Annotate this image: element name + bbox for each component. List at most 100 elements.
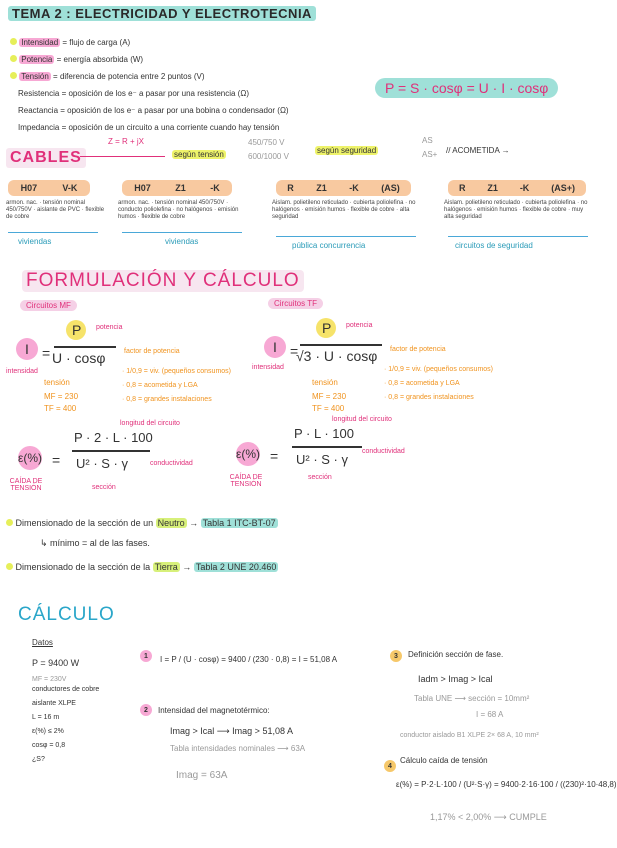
- intensidad-note: intensidad: [6, 368, 38, 375]
- cable-underline-2: [122, 232, 242, 233]
- term-label: Potencia: [19, 55, 55, 64]
- reactance-text: Reactancia = oposición de los e⁻ a pasar…: [18, 106, 289, 115]
- p-highlight: [66, 320, 86, 340]
- cable-underline-4: [448, 236, 588, 237]
- voltage-2: 600/1000 V: [248, 152, 289, 161]
- datos-5: L = 16 m: [32, 714, 60, 721]
- formula-p: P: [72, 322, 82, 338]
- safety-2: AS+: [422, 150, 438, 159]
- cables-arrow: [80, 156, 165, 157]
- cable-notes-1: armon. nac. · tensión nominal 450/750V ·…: [6, 200, 105, 220]
- step3-line2: Tabla UNE ⟶ sección = 10mm²: [414, 694, 530, 703]
- tf-voltage: TF = 400: [312, 404, 345, 413]
- step2-line1: Imag > Ical ⟶ Imag > 51,08 A: [170, 726, 293, 736]
- bullet-icon: [6, 563, 13, 570]
- factor-value-1: · 1/0,9 = viv. (pequeños consumos): [384, 366, 494, 373]
- mf-label: Circuitos MF: [20, 300, 77, 311]
- datos-label: Datos: [32, 638, 53, 647]
- cable-use-4: circuitos de seguridad: [455, 241, 533, 250]
- mf-drop-num: P · 2 · L · 100: [74, 430, 153, 445]
- datos-2: MF = 230V: [32, 676, 67, 683]
- factor-value-3: · 0,8 = grandes instalaciones: [384, 394, 474, 401]
- cable-notes-3: Aislam. polietileno reticulado · cubiert…: [272, 200, 416, 220]
- cables-heading: CABLES: [6, 148, 86, 168]
- impedance-formula: Z = R + jX: [108, 137, 145, 146]
- potencia-note: potencia: [346, 322, 373, 329]
- longitud-note: longitud del circuito: [120, 420, 180, 427]
- seccion-note: sección: [92, 484, 116, 491]
- step3-line4: conductor aislado B1 XLPE 2× 68 A, 10 mm…: [400, 732, 539, 739]
- cable-underline-1: [8, 232, 98, 233]
- conductividad-note: conductividad: [150, 460, 193, 467]
- caida-note: CAÍDA DE TENSIÓN: [229, 474, 263, 488]
- tf-drop-den: U² · S · γ: [296, 452, 348, 467]
- step3-line3: I = 68 A: [476, 710, 504, 719]
- cable-notes-4: Aislam. polietileno reticulado · cubiert…: [444, 200, 588, 220]
- epsilon-tf: ε(%): [236, 442, 260, 466]
- tension-label: según tensión: [172, 150, 226, 159]
- neutral-min: ↳ mínimo = al de las fases.: [40, 538, 150, 548]
- datos-1: P = 9400 W: [32, 658, 80, 668]
- step4-formula: ε(%) = P·2·L·100 / (U²·S·γ) = 9400·2·16·…: [396, 780, 617, 789]
- datos-7: cosφ = 0,8: [32, 742, 66, 749]
- formula-i-tf: I: [264, 336, 286, 358]
- bullet-icon: [10, 38, 17, 45]
- resistance-text: Resistencia = oposición de los e⁻ a pasa…: [18, 89, 249, 98]
- bullet-icon: [6, 519, 13, 526]
- tf-voltage: TF = 400: [44, 404, 77, 413]
- tf-drop-num: P · L · 100: [294, 426, 354, 441]
- bullet-icon: [10, 55, 17, 62]
- safety-label: según seguridad: [315, 146, 379, 155]
- epsilon-mf: ε(%): [18, 446, 42, 470]
- fraction-line: [300, 344, 382, 346]
- impedance-text: Impedancia = oposición de un circuito a …: [18, 123, 280, 132]
- dimension-tierra: Dimensionado de la sección de la Tierra …: [6, 562, 279, 572]
- power-formula: P = S · cosφ = U · I · cosφ: [375, 78, 559, 98]
- caida-note: CAÍDA DE TENSIÓN: [9, 478, 43, 492]
- definition-tension: Tensión = diferencia de potencia entre 2…: [10, 72, 204, 81]
- potencia-note: potencia: [96, 324, 123, 331]
- cable-use-1: viviendas: [18, 237, 52, 246]
- equals-sign: =: [270, 448, 279, 464]
- formula-den-mf: U · cosφ: [52, 350, 106, 366]
- intensidad-note: intensidad: [252, 364, 284, 371]
- term-label: Tensión: [19, 72, 51, 81]
- formula-den-tf: √3 · U · cosφ: [296, 348, 378, 364]
- step-badge-1: 1: [140, 650, 152, 662]
- step1-formula: I = P / (U · cosφ) = 9400 / (230 · 0,8) …: [160, 655, 338, 664]
- page-title: TEMA 2 : ELECTRICIDAD Y ELECTROTECNIA: [8, 6, 316, 21]
- cable-use-3: pública concurrencia: [292, 241, 366, 250]
- formulacion-heading: FORMULACIÓN Y CÁLCULO: [22, 270, 304, 292]
- factor-value-2: · 0,8 = acometida y LGA: [384, 380, 460, 387]
- datos-8: ¿S?: [32, 756, 45, 763]
- longitud-note: longitud del circuito: [332, 416, 392, 423]
- definition-intensidad: Intensidad = flujo de carga (A): [10, 38, 130, 47]
- cable-notes-2: armon. nac. · tensión nominal 450/750V ·…: [118, 200, 239, 220]
- step-badge-4: 4: [384, 760, 396, 772]
- term-text: = diferencia de potencia entre 2 puntos …: [53, 72, 205, 81]
- factor-value-2: · 0,8 = acometida y LGA: [122, 382, 198, 389]
- cable-underline-3: [276, 236, 416, 237]
- term-label: Intensidad: [19, 38, 61, 47]
- step4-title: Cálculo caída de tensión: [400, 756, 488, 765]
- step-badge-3: 3: [390, 650, 402, 662]
- step2-result: Imag = 63A: [176, 770, 228, 781]
- factor-note: factor de potencia: [390, 346, 446, 353]
- step4-result: 1,17% < 2,00% ⟶ CUMPLE: [430, 812, 547, 822]
- datos-6: ε(%) ≤ 2%: [32, 728, 64, 735]
- tension-note: tensión: [44, 378, 70, 387]
- datos-3: conductores de cobre: [32, 686, 100, 693]
- tf-label: Circuitos TF: [268, 298, 323, 309]
- step3-title: Definición sección de fase.: [408, 650, 504, 659]
- equals-sign: =: [290, 343, 299, 359]
- formula-i-mf: I: [16, 338, 38, 360]
- formula-p: P: [322, 320, 332, 336]
- factor-value-3: · 0,8 = grandes instalaciones: [122, 396, 212, 403]
- mf-voltage: MF = 230: [44, 392, 79, 401]
- fraction-line: [72, 450, 150, 452]
- dimension-neutro: Dimensionado de la sección de un Neutro …: [6, 518, 278, 528]
- p-highlight: [316, 318, 336, 338]
